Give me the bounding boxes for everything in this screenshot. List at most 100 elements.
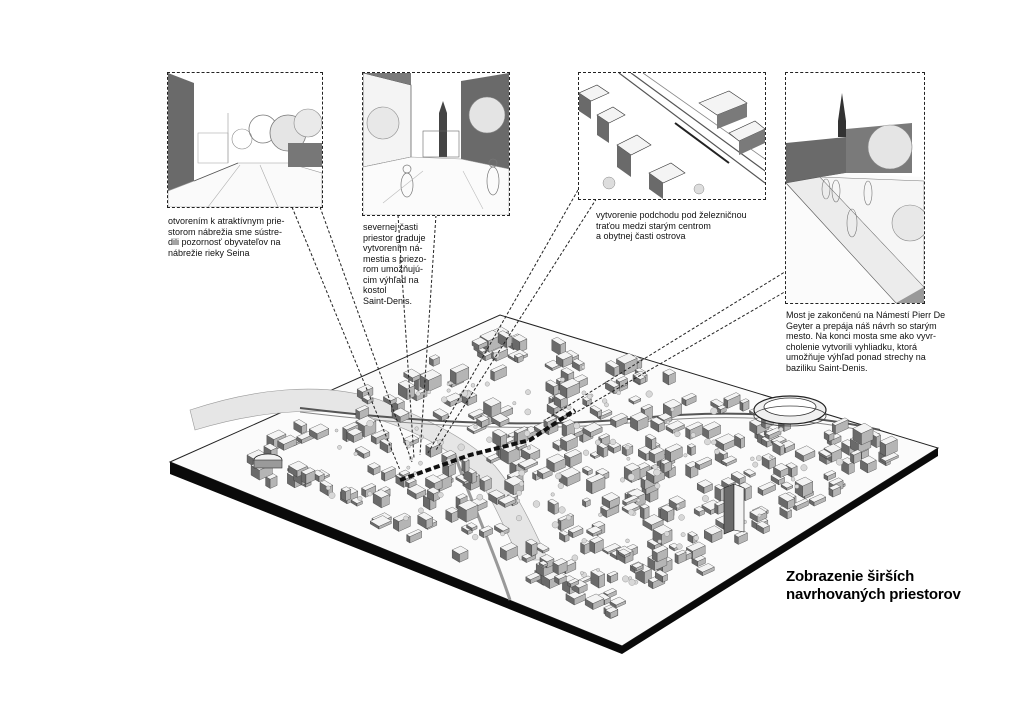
figure-title: Zobrazenie širších navrhovaných priestor… — [786, 568, 961, 603]
building-block — [552, 558, 568, 575]
building-block — [571, 358, 585, 372]
round-building — [253, 453, 283, 469]
tree — [654, 482, 661, 489]
tree — [604, 402, 609, 408]
building-block — [650, 416, 665, 433]
tree — [627, 473, 635, 481]
tree — [583, 449, 590, 456]
tree — [472, 534, 479, 541]
tree — [609, 438, 617, 446]
building-block — [457, 499, 479, 523]
building-block — [623, 462, 641, 483]
design-axis — [399, 408, 577, 482]
tree — [757, 513, 762, 518]
building-block — [513, 352, 524, 364]
building-block — [405, 477, 417, 489]
building-block — [660, 504, 675, 523]
building-block — [691, 554, 706, 567]
tree — [778, 427, 784, 432]
tree — [334, 428, 339, 433]
building-block — [645, 433, 657, 451]
tree — [596, 568, 600, 572]
building-block — [734, 433, 746, 449]
tree — [551, 521, 559, 529]
building-block — [397, 379, 415, 401]
building-block — [674, 549, 687, 565]
tree — [676, 543, 683, 550]
building-block — [665, 420, 685, 434]
building-block — [406, 529, 423, 544]
tree — [555, 472, 562, 480]
tree — [598, 512, 603, 517]
tree — [326, 485, 331, 491]
building-block — [499, 542, 518, 561]
tree — [800, 464, 808, 472]
caption-bridge: Most je zakončenú na Námestí Pierr De Ge… — [786, 310, 946, 373]
building-block — [651, 545, 669, 563]
tree — [674, 430, 681, 438]
building-block — [555, 351, 573, 368]
building-block — [476, 415, 490, 428]
building-block — [525, 538, 538, 557]
building-block — [633, 373, 646, 385]
building-block — [417, 512, 434, 530]
building-block — [379, 438, 393, 454]
building-block — [582, 497, 591, 508]
building-block — [794, 445, 816, 463]
tree — [486, 436, 493, 443]
tree — [415, 391, 421, 397]
building-block — [639, 503, 650, 520]
tree — [516, 498, 521, 503]
tree — [676, 504, 681, 509]
tower — [723, 483, 745, 535]
building-block — [391, 407, 410, 423]
building-block — [757, 481, 776, 496]
tree — [328, 491, 336, 499]
building-block — [346, 427, 363, 443]
tree — [657, 539, 662, 544]
tree — [581, 365, 586, 370]
tree — [406, 465, 411, 470]
panel-square-view — [362, 72, 510, 216]
building-block — [584, 593, 605, 610]
tree — [515, 515, 522, 522]
building-block — [432, 408, 449, 422]
tree — [670, 407, 675, 412]
tree — [357, 496, 363, 501]
tree — [524, 408, 532, 416]
building-block — [490, 364, 507, 382]
building-block — [580, 539, 591, 555]
tree — [624, 444, 631, 451]
building-block — [779, 505, 792, 520]
tree — [441, 396, 448, 403]
building-block — [617, 548, 631, 558]
building-block — [590, 568, 606, 589]
building-block — [693, 506, 705, 517]
building-block — [567, 578, 580, 588]
tree — [752, 461, 759, 468]
building-block — [553, 392, 568, 409]
building-block — [428, 354, 440, 367]
building-block — [383, 393, 397, 406]
tree — [683, 453, 688, 458]
building-block — [696, 563, 715, 577]
tree — [366, 420, 374, 428]
tree — [581, 538, 587, 544]
tree — [337, 445, 342, 450]
building-block — [451, 545, 469, 563]
building-block — [512, 334, 528, 353]
building-block — [631, 562, 644, 572]
tree — [518, 481, 525, 487]
building-block — [828, 484, 841, 498]
tree — [794, 484, 800, 489]
tree — [645, 390, 653, 398]
tree — [437, 491, 444, 498]
building-block — [589, 536, 604, 554]
building-block — [761, 453, 777, 470]
building-block — [823, 470, 837, 481]
tree — [702, 495, 709, 502]
tree — [710, 407, 718, 415]
tree — [524, 430, 531, 437]
building-block — [648, 446, 665, 464]
tree — [565, 514, 572, 521]
